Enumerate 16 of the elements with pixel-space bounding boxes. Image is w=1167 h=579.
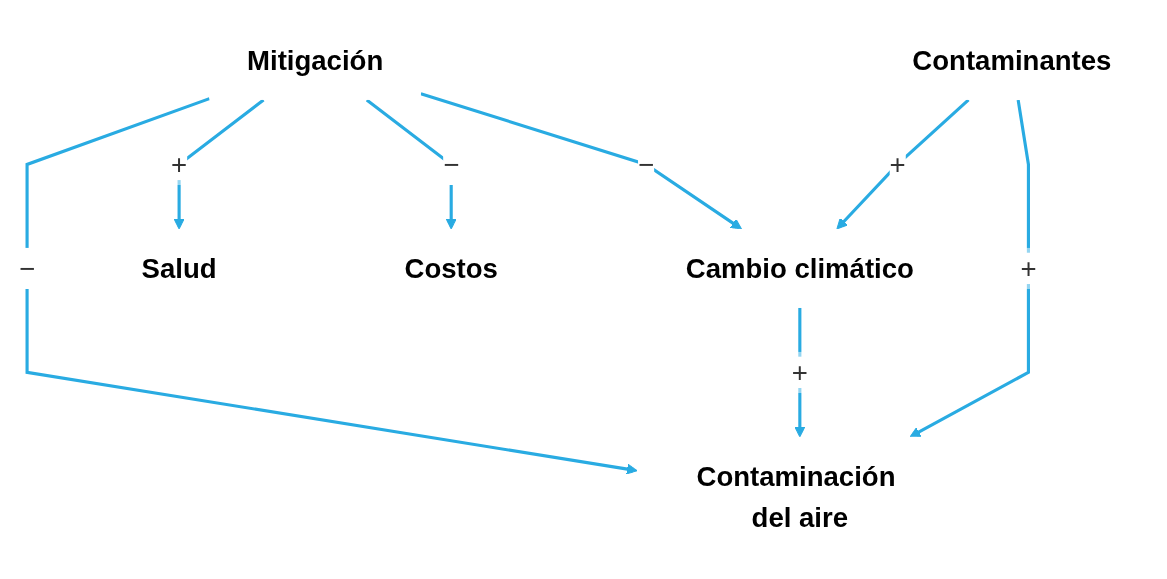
arrow (909, 100, 1030, 438)
edge-label: + (791, 357, 808, 389)
edge-label: + (889, 149, 906, 181)
edge-label: + (1019, 253, 1036, 285)
arrow (419, 92, 742, 230)
node-text: Mitigación (246, 45, 383, 77)
arrow (835, 99, 970, 230)
node-text: Costos (404, 253, 498, 285)
node-text: Contaminación del aire (695, 461, 896, 534)
edge-label: − (637, 149, 654, 181)
node-text: Cambio climático (685, 253, 914, 285)
node-text: Salud (141, 253, 217, 285)
edge-label: − (18, 253, 35, 285)
node-text: Contaminantes (911, 45, 1111, 77)
edge-label: − (442, 149, 459, 181)
edge-label: + (170, 149, 187, 181)
